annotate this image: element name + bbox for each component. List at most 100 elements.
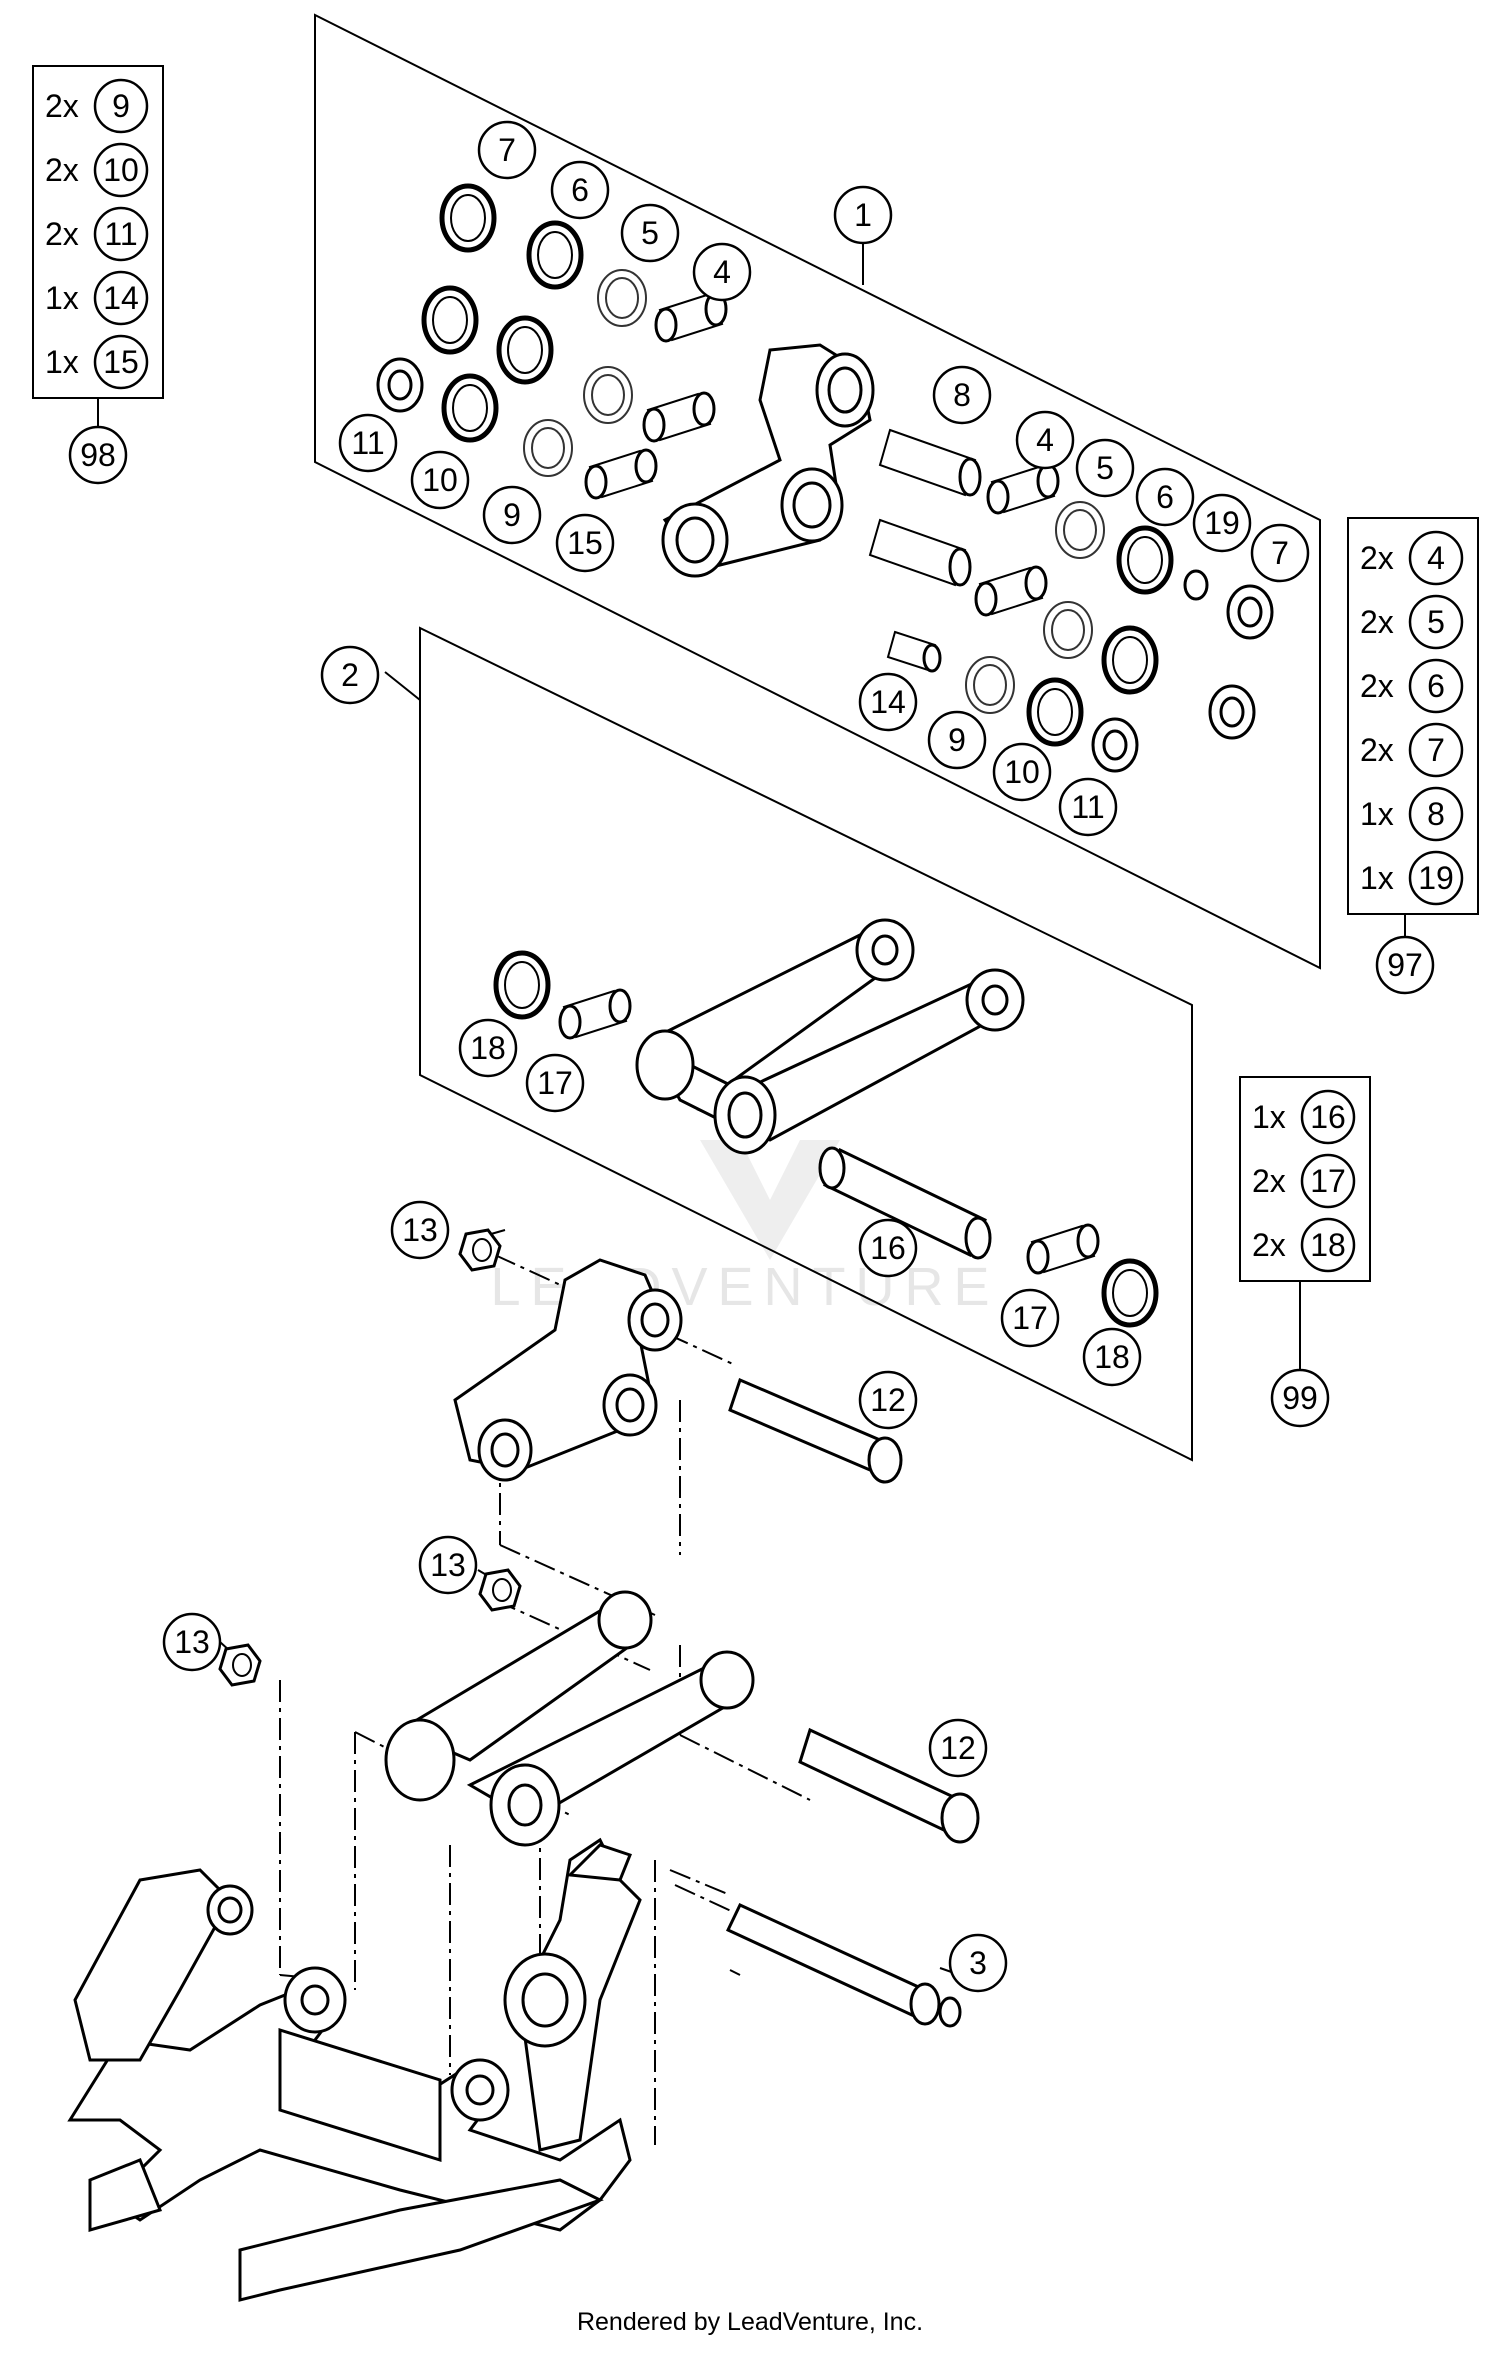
callout-label: 3 — [969, 1945, 987, 1981]
kit-qty: 2x — [1360, 540, 1394, 576]
nut-13c — [218, 1643, 262, 1687]
kit-qty: 1x — [45, 280, 79, 316]
kit-qty: 2x — [45, 88, 79, 124]
kit-qty: 2x — [1252, 1227, 1286, 1263]
callout-label: 5 — [641, 215, 659, 251]
callout-c4b: 4 — [1015, 410, 1075, 470]
callout-c13b: 13 — [418, 1535, 478, 1595]
callout-c14: 14 — [858, 672, 918, 732]
washer-9b — [965, 656, 1015, 714]
assembly-panel-1 — [314, 13, 1321, 970]
callout-label: 16 — [870, 1230, 906, 1266]
callout-c7b: 7 — [1250, 523, 1310, 583]
kit-id-label: 99 — [1282, 1380, 1318, 1416]
linkage-lever-1 — [661, 343, 875, 578]
callout-label: 11 — [351, 425, 384, 461]
callout-c12a: 12 — [858, 1370, 918, 1430]
kit-part-number: 6 — [1427, 668, 1445, 704]
kit-id-label: 97 — [1387, 947, 1423, 983]
bushing-15 — [584, 448, 658, 500]
pin-16 — [818, 1146, 992, 1260]
kit-qty: 1x — [45, 344, 79, 380]
bearing-7 — [442, 186, 494, 250]
callout-c9b: 9 — [927, 710, 987, 770]
callout-label: 18 — [470, 1030, 506, 1066]
callout-c1: 1 — [833, 185, 893, 245]
nut-13a — [458, 1228, 502, 1272]
callout-label: 6 — [571, 172, 589, 208]
kit-qty: 2x — [1252, 1163, 1286, 1199]
kit-qty: 2x — [45, 216, 79, 252]
bushing-4b — [642, 391, 716, 443]
callout-label: 15 — [567, 525, 603, 561]
callout-label: 10 — [1004, 754, 1040, 790]
assembly-panel-2 — [419, 626, 1193, 1462]
callout-label: 13 — [430, 1547, 466, 1583]
callout-c11a: 11 — [338, 413, 398, 473]
seal-11b — [1091, 717, 1139, 773]
callout-label: 6 — [1156, 479, 1174, 515]
callout-c12b: 12 — [928, 1718, 988, 1778]
kit-part-number: 10 — [103, 152, 139, 188]
callout-group: 1234455667789910101111121213131314151617… — [162, 120, 1310, 1993]
kit-1-parts — [376, 186, 1274, 773]
callout-label: 9 — [948, 722, 966, 758]
kit-qty: 2x — [1360, 604, 1394, 640]
callout-c10a: 10 — [410, 450, 470, 510]
kit-2-parts — [496, 918, 1156, 1325]
callout-label: 1 — [854, 197, 872, 233]
kit-id-label: 98 — [80, 437, 116, 473]
bushing-4d — [974, 565, 1048, 617]
lower-assembly — [67, 1228, 980, 2302]
bushing-17 — [558, 988, 632, 1040]
callout-c19: 19 — [1192, 493, 1252, 553]
callout-c8: 8 — [932, 365, 992, 425]
oring-19 — [1183, 569, 1209, 601]
bushing-17b — [1026, 1223, 1100, 1275]
link-arms-2 — [635, 918, 1025, 1155]
callout-c5b: 5 — [1075, 438, 1135, 498]
callout-label: 17 — [537, 1065, 573, 1101]
kit-part-number: 14 — [103, 280, 139, 316]
callout-c18b: 18 — [1082, 1327, 1142, 1387]
callout-label: 8 — [953, 377, 971, 413]
washer-9 — [523, 419, 573, 477]
bearing-6b — [499, 318, 551, 382]
callout-c17b: 17 — [1000, 1288, 1060, 1348]
washer-5 — [597, 269, 647, 327]
ring-18 — [496, 953, 548, 1017]
kit-qty: 1x — [1360, 796, 1394, 832]
callout-label: 9 — [503, 497, 521, 533]
callout-label: 10 — [422, 462, 458, 498]
bearing-10 — [444, 376, 496, 440]
callout-label: 4 — [1036, 422, 1054, 458]
callout-label: 13 — [402, 1212, 438, 1248]
bearing-6c — [1119, 528, 1171, 592]
nut-13b — [478, 1568, 522, 1612]
kit-part-number: 5 — [1427, 604, 1445, 640]
kit-part-number: 19 — [1418, 860, 1454, 896]
footer-credit: Rendered by LeadVenture, Inc. — [576, 2308, 924, 2336]
callout-c17a: 17 — [525, 1053, 585, 1113]
callout-c7a: 7 — [477, 120, 537, 180]
kit-part-number: 16 — [1310, 1099, 1346, 1135]
callout-label: 13 — [174, 1624, 210, 1660]
callout-c4a: 4 — [692, 242, 752, 302]
seal-11 — [376, 357, 424, 413]
callout-c3: 3 — [948, 1933, 1008, 1993]
callout-label: 12 — [940, 1730, 976, 1766]
bearing-6d — [1104, 628, 1156, 692]
callout-c10b: 10 — [992, 742, 1052, 802]
callout-label: 17 — [1012, 1300, 1048, 1336]
kit-part-number: 18 — [1310, 1227, 1346, 1263]
bearing-10b — [1029, 680, 1081, 744]
callout-c2: 2 — [320, 645, 380, 705]
kit-qty: 2x — [1360, 668, 1394, 704]
kit-qty: 2x — [45, 152, 79, 188]
callout-c5a: 5 — [620, 203, 680, 263]
